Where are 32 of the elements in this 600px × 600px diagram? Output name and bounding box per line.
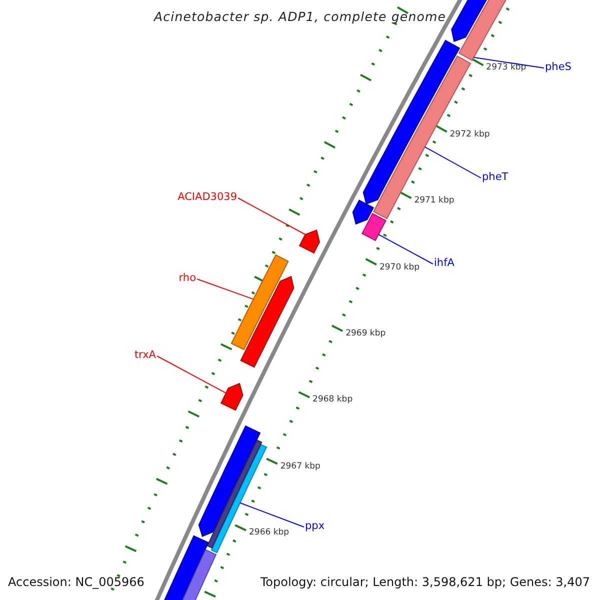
leader-line: [473, 56, 544, 68]
gene-feature: [220, 382, 244, 411]
scale-label: 2972 kbp: [450, 129, 490, 140]
gene-label: ACIAD3039: [178, 190, 237, 204]
gene-feature: [298, 230, 320, 254]
gene-feature: [352, 200, 374, 225]
accession-text: Accession: NC_005966: [8, 574, 144, 590]
gene-label: trxA: [134, 348, 156, 362]
gene-label: ihfA: [434, 256, 454, 270]
leader-line: [156, 356, 226, 394]
gene-label: pheT: [482, 170, 508, 184]
leader-line: [196, 278, 254, 300]
scale-label: 2969 kbp: [346, 328, 386, 340]
gene-feature: [372, 55, 472, 220]
scale-label: 2973 kbp: [486, 62, 526, 74]
gene-label: pheS: [545, 60, 572, 74]
scale-label: 2966 kbp: [249, 528, 290, 539]
gene-label: rho: [178, 271, 196, 285]
scale-label: 2970 kbp: [379, 262, 420, 274]
scale-label: 2971 kbp: [414, 196, 454, 207]
gene-label: ppx: [305, 519, 325, 533]
gene-feature: [230, 254, 289, 350]
gene-feature: [361, 212, 386, 242]
scale-label: 2967 kbp: [280, 461, 320, 472]
gene-feature: [240, 276, 294, 368]
genome-summary: Topology: circular; Length: 3,598,621 bp; Genes: 3,407: [260, 574, 590, 590]
leader-line: [378, 234, 434, 264]
leader-line: [240, 502, 304, 528]
leader-line: [238, 198, 306, 235]
leader-line: [424, 146, 482, 178]
scale-label: 2968 kbp: [312, 394, 353, 406]
chart-title: Acinetobacter sp. ADP1, complete genome: [154, 9, 446, 25]
